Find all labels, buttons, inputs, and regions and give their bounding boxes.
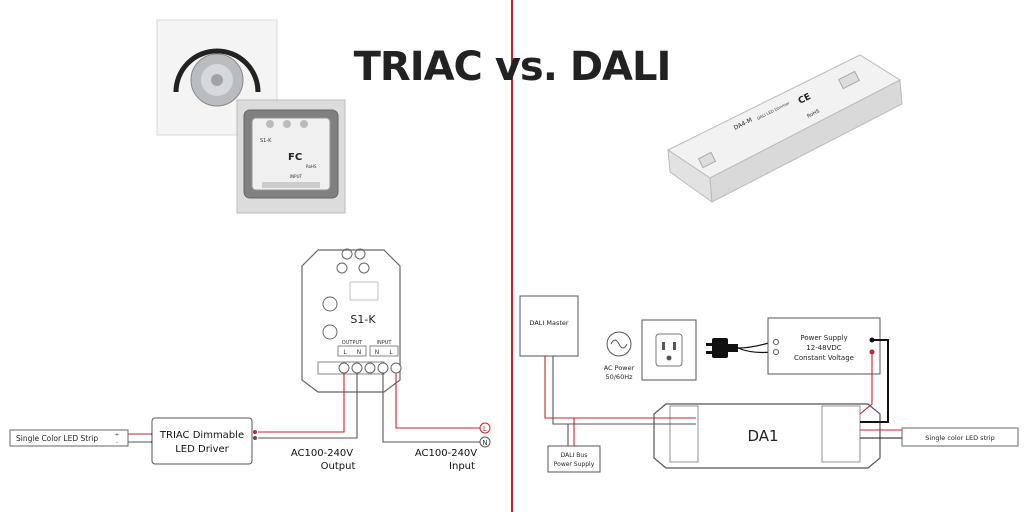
driver-label: LED Driver (175, 444, 229, 455)
dali-master-label: DALI Master (529, 319, 568, 327)
neutral-terminal-label: N (482, 439, 487, 447)
photo-fc-text: FC (288, 152, 302, 163)
input-caption: AC100-240V (415, 448, 477, 459)
neutral-terminal-icon (479, 436, 491, 448)
power-supply-label: 12-48VDC (806, 344, 842, 352)
photo-input-text: INPUT (290, 174, 303, 179)
ac-power-source: AC Power 50/60Hz (604, 331, 635, 381)
dali-wiring (544, 339, 902, 446)
photo-rohs-text: RoHS (306, 164, 317, 169)
s1k-terminal-label: N (357, 349, 362, 356)
bus-supply-label: Power Supply (554, 461, 595, 468)
dali-master: DALI Master (519, 295, 579, 357)
output-caption: Output (321, 461, 356, 472)
da1-label: DA1 (747, 427, 778, 445)
s1k-input-label: INPUT (377, 340, 393, 346)
bus-supply-label: DALI Bus (561, 452, 588, 459)
svg-text:+: + (115, 432, 119, 438)
page-title: TRIAC vs. DALI (353, 44, 672, 90)
dali-bus-power-supply: DALI Bus Power Supply (547, 445, 601, 473)
photo-rohs-text: RoHS (806, 108, 821, 119)
wall-outlet (641, 319, 697, 381)
triac-dimmer-photo: S1-K FC RoHS INPUT (156, 19, 346, 214)
dali-led-strip-label: Single color LED strip (925, 434, 994, 442)
s1k-output-label: OUTPUT (342, 340, 363, 346)
line-terminal-label: L (483, 425, 487, 433)
line-terminal-icon (479, 422, 491, 434)
s1k-terminal-label: L (343, 349, 347, 356)
triac-led-strip: Single Color LED Strip + - (9, 429, 129, 447)
power-supply: Power Supply 12-48VDC Constant Voltage (767, 317, 881, 375)
plug-icon (706, 338, 738, 358)
da1-dimmer: DA1 (653, 403, 881, 469)
output-caption: AC100-240V (291, 448, 353, 459)
ac-power-label: AC Power (604, 364, 635, 372)
photo-model-text: S1-K (260, 138, 272, 144)
ac-power-label: 50/60Hz (605, 373, 633, 381)
dimmer-arc-icon (173, 48, 261, 93)
dali-dimmer-photo: DA4-M DALI LED Dimmer CE RoHS (667, 54, 903, 204)
driver-label: TRIAC Dimmable (159, 430, 244, 441)
power-supply-label: Power Supply (800, 334, 847, 342)
triac-wiring (128, 373, 480, 443)
input-caption: Input (449, 461, 475, 472)
s1k-terminal-label: N (375, 349, 380, 356)
triac-led-strip-label: Single Color LED Strip (16, 434, 98, 443)
svg-text:-: - (116, 440, 118, 446)
s1k-terminal-label: L (389, 349, 393, 356)
power-supply-label: Constant Voltage (794, 354, 854, 362)
dali-led-strip: Single color LED strip (901, 427, 1019, 447)
s1k-label: S1-K (350, 313, 376, 326)
triac-led-driver: TRIAC Dimmable LED Driver (151, 417, 253, 465)
s1k-module: S1-K OUTPUT INPUT L N N L (301, 248, 402, 393)
